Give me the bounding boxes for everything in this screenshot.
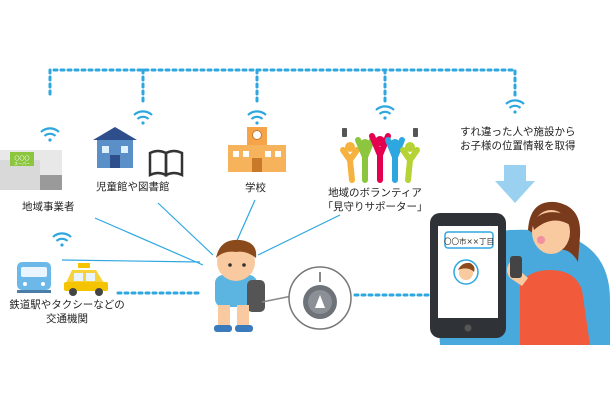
child-connection-lines	[61, 199, 341, 266]
passerby-label-line2: お子様の位置情報を取得	[460, 140, 576, 152]
volunteer-label: 地域のボランティア 「見守りサポーター」	[320, 186, 430, 214]
school-icon	[228, 127, 286, 172]
down-arrow-icon	[495, 165, 535, 203]
phone-address-text: 〇〇市××丁目	[444, 236, 494, 246]
transit-label-line2: 交通機関	[46, 313, 88, 325]
wifi-icon	[52, 232, 72, 247]
transit-label-line1: 鉄道駅やタクシーなどの	[9, 299, 125, 311]
volunteers-icon	[340, 128, 420, 183]
library-building-icon	[93, 127, 137, 168]
beacon-tag-icon	[261, 266, 352, 330]
smartphone-icon: 〇〇市××丁目	[430, 213, 506, 338]
school-label: 学校	[245, 182, 266, 194]
passerby-label: すれ違った人や施設から お子様の位置情報を取得	[460, 125, 576, 153]
network-lines	[48, 68, 517, 105]
wifi-icon	[375, 105, 395, 120]
volunteer-label-line2: 「見守りサポーター」	[322, 201, 428, 213]
passerby-label-line1: すれ違った人や施設から	[460, 126, 576, 138]
store-logo: 〇〇〇	[14, 156, 29, 162]
volunteer-label-line1: 地域のボランティア	[328, 187, 422, 199]
library-label: 児童館や図書館	[96, 181, 170, 193]
wifi-icon	[40, 127, 60, 142]
transit-label: 鉄道駅やタクシーなどの 交通機関	[2, 298, 132, 326]
child-icon	[214, 239, 265, 332]
open-book-icon	[148, 149, 184, 178]
business-label: 地域事業者	[22, 201, 75, 213]
taxi-icon	[64, 263, 108, 296]
supermarket-icon: 〇〇〇 スーパー	[0, 150, 62, 190]
store-sign-text: スーパー	[14, 161, 30, 166]
wifi-icon	[133, 110, 153, 125]
wifi-icon	[505, 99, 525, 114]
wifi-icon	[247, 110, 267, 125]
train-icon	[17, 262, 51, 293]
